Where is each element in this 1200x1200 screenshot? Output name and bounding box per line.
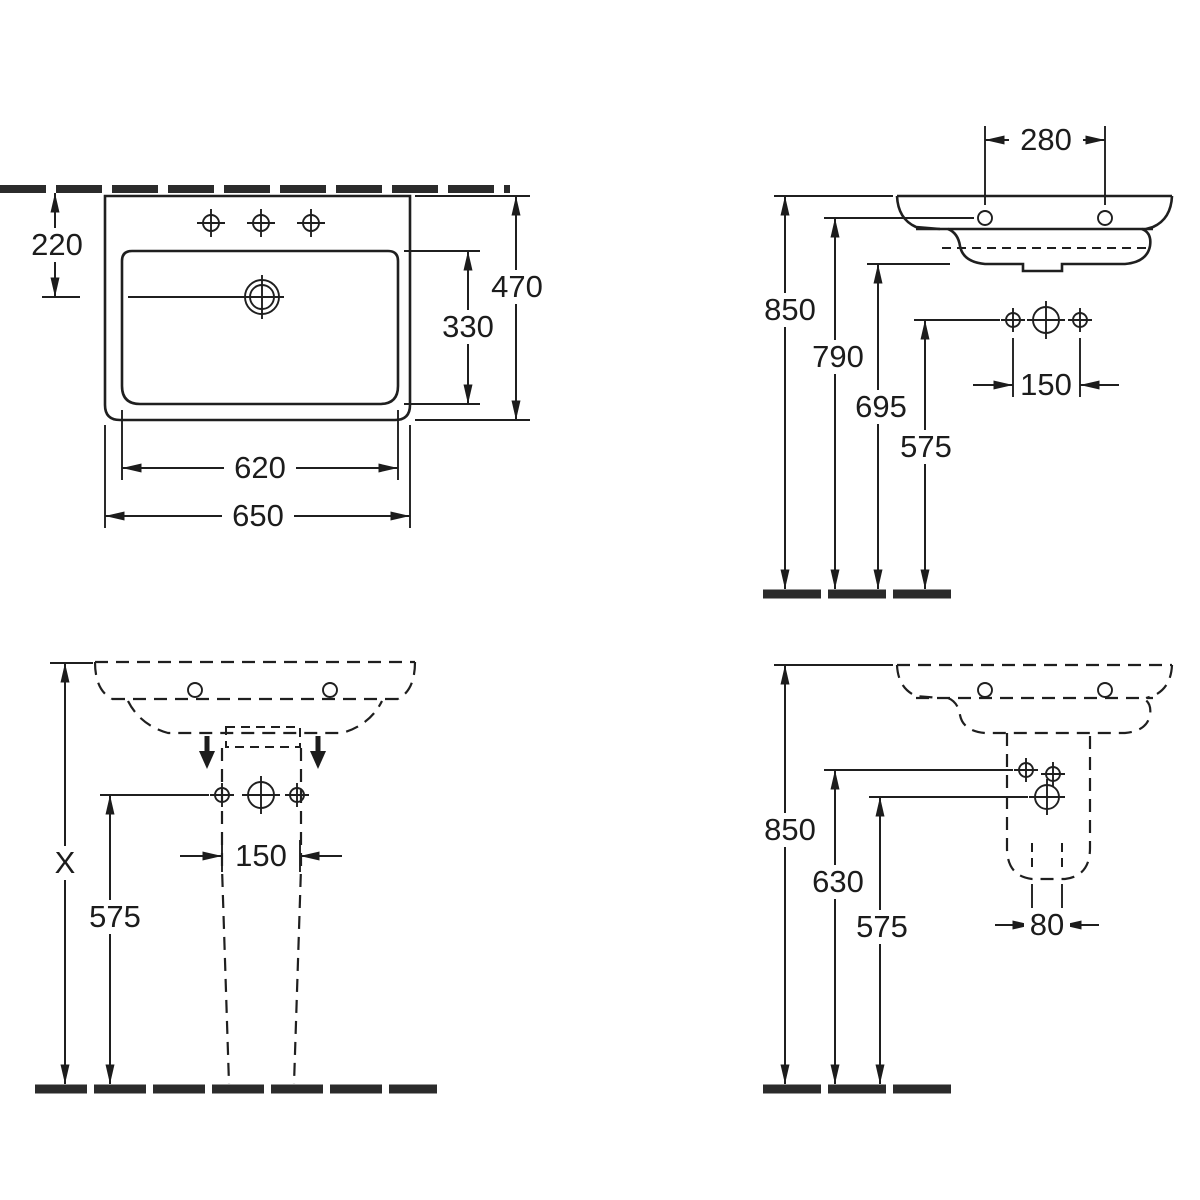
drain-outlet — [128, 275, 284, 319]
dim-label-620: 620 — [234, 450, 286, 485]
dim-label-630: 630 — [812, 864, 864, 899]
plan-view: 220 470 330 620 650 — [0, 185, 553, 533]
dim-label-850-semi: 850 — [764, 812, 816, 847]
dim-label-220: 220 — [31, 227, 83, 262]
wall-connection-holes — [1001, 301, 1092, 339]
semi-pedestal-holes — [1014, 758, 1065, 815]
dim-label-150-side: 150 — [1020, 367, 1072, 402]
fixing-hole — [977, 682, 993, 698]
dim-label-575-front: 575 — [89, 899, 141, 934]
dim-label-575-side: 575 — [900, 429, 952, 464]
dim-label-695: 695 — [855, 389, 907, 424]
fixing-hole — [1097, 682, 1113, 698]
dim-label-150-front: 150 — [235, 838, 287, 873]
fixing-hole — [187, 682, 203, 698]
dim-label-x: X — [55, 845, 76, 880]
fixing-hole — [322, 682, 338, 698]
dim-label-80: 80 — [1030, 907, 1064, 942]
side-elevation-view: 280 850 790 695 575 150 — [754, 122, 1174, 599]
front-pedestal-view: X 575 150 — [35, 660, 437, 1094]
dim-label-850: 850 — [764, 292, 816, 327]
mounting-direction-arrows — [199, 736, 326, 769]
dim-label-330: 330 — [442, 309, 494, 344]
dim-label-470: 470 — [491, 269, 543, 304]
tap-holes — [197, 209, 325, 237]
dim-label-790: 790 — [812, 339, 864, 374]
dim-label-575-semi: 575 — [856, 909, 908, 944]
side-semi-pedestal-view: 850 630 575 80 — [754, 663, 1174, 1094]
fixing-hole — [1097, 210, 1113, 226]
pedestal-holes — [210, 776, 309, 814]
dim-label-280: 280 — [1020, 122, 1072, 157]
fixing-hole — [977, 210, 993, 226]
dim-label-650: 650 — [232, 498, 284, 533]
